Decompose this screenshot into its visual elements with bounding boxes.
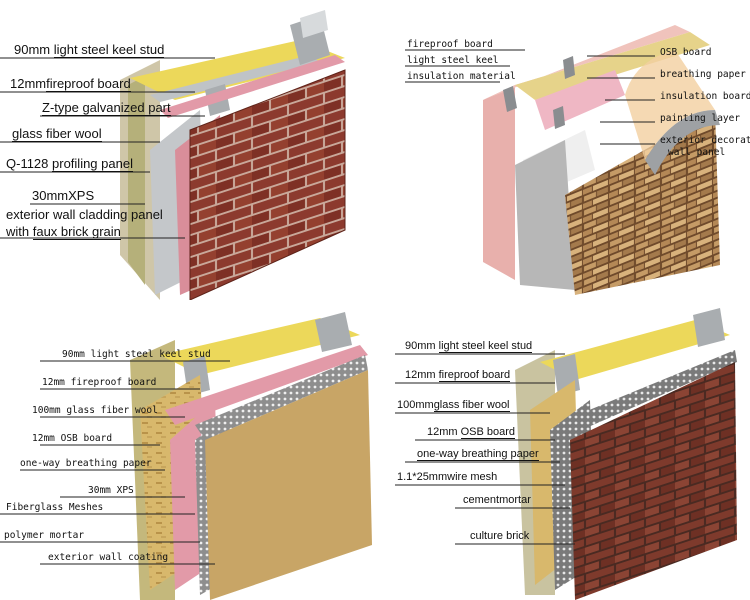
- label-fireproof-board: 12mm fireproof board: [42, 377, 157, 388]
- label-breathing-paper: one-way breathing paper: [417, 448, 539, 461]
- fireproof-board-layer: [160, 55, 345, 118]
- label-faux-brick-grain: with faux brick grain: [6, 224, 121, 240]
- leader-lines: [0, 57, 215, 239]
- label-xps: 30mm XPS: [88, 485, 134, 496]
- label-light-steel-keel-stud: 90mm light steel keel stud: [14, 42, 165, 58]
- label-culture-brick: culture brick: [470, 530, 530, 542]
- label-osb-board: 12mm OSB board: [32, 433, 113, 444]
- label-osb-board: OSB board: [660, 47, 712, 58]
- panel-bottom-left: 90mm light steel keel stud 12mm fireproo…: [0, 300, 375, 600]
- label-z-type-galvanized-part: Z-type galvanized part: [42, 100, 171, 116]
- label-insulation-board: insulation board: [660, 91, 750, 102]
- label-exterior-wall-coating: exterior wall coating: [48, 552, 169, 563]
- exterior-decorative-wall-panel: [565, 110, 720, 295]
- label-wall-panel: wall panel: [668, 147, 726, 158]
- wall-illustration-decorative-panel: [405, 25, 720, 295]
- label-exterior-wall-cladding-panel: exterior wall cladding panel: [6, 207, 163, 222]
- label-light-steel-keel-stud: 90mm light steel keel stud: [405, 340, 533, 353]
- label-glass-fiber-wool: 100mm glass fiber wool: [32, 405, 158, 416]
- label-painting-layer: painting layer: [660, 113, 741, 124]
- wall-illustration-brick-cladding: [0, 10, 346, 300]
- faux-brick-cladding-face: [190, 70, 345, 300]
- wall-illustration-culture-brick: [395, 308, 737, 600]
- label-exterior-decorative: exterior decorative: [660, 135, 750, 146]
- label-polymer-mortar: polymer mortar: [4, 530, 85, 541]
- wall-illustration-coating: [0, 312, 372, 600]
- label-glass-fiber-wool: 100mmglass fiber wool: [397, 399, 510, 412]
- leader-lines: [395, 353, 575, 545]
- label-cement-mortar: cementmortar: [463, 494, 531, 506]
- leader-lines: [405, 49, 655, 145]
- panel-bottom-right: 90mm light steel keel stud 12mm fireproo…: [375, 300, 750, 600]
- label-breathing-paper: breathing paper: [660, 69, 746, 80]
- label-insulation-material: insulation material: [407, 71, 516, 82]
- label-light-steel-keel: light steel keel: [407, 55, 499, 66]
- label-osb-board: 12mm OSB board: [427, 426, 516, 439]
- fireproof-board-side: [483, 85, 515, 280]
- label-glass-fiber-wool: glass fiber wool: [12, 126, 102, 142]
- label-breathing-paper: one-way breathing paper: [20, 458, 152, 469]
- label-fiberglass-meshes: Fiberglass Meshes: [6, 502, 104, 513]
- insulation-board-layer: [515, 140, 575, 290]
- fiberglass-mesh-layer: [195, 355, 368, 440]
- label-wire-mesh: 1.1*25mmwire mesh: [397, 471, 498, 483]
- culture-brick-face: [570, 362, 737, 600]
- panel-top-right: fireproof board light steel keel insulat…: [375, 0, 750, 300]
- panel-top-left: 90mm light steel keel stud 12mmfireproof…: [0, 0, 375, 300]
- glass-fiber-wool-top: [540, 320, 730, 380]
- exterior-wall-coating-face: [205, 370, 372, 600]
- label-profiling-panel: Q-1128 profiling panel: [6, 156, 133, 172]
- glass-fiber-wool-top: [130, 40, 345, 100]
- label-fireproof-board: 12mm fireproof board: [405, 369, 511, 382]
- label-xps: 30mmXPS: [32, 188, 95, 203]
- insulation-wool-top: [515, 32, 710, 100]
- label-fireproof-board: fireproof board: [407, 39, 493, 50]
- label-fireproof-board: 12mmfireproof board: [10, 76, 131, 92]
- leader-lines: [0, 360, 230, 565]
- label-light-steel-keel-stud: 90mm light steel keel stud: [62, 349, 211, 360]
